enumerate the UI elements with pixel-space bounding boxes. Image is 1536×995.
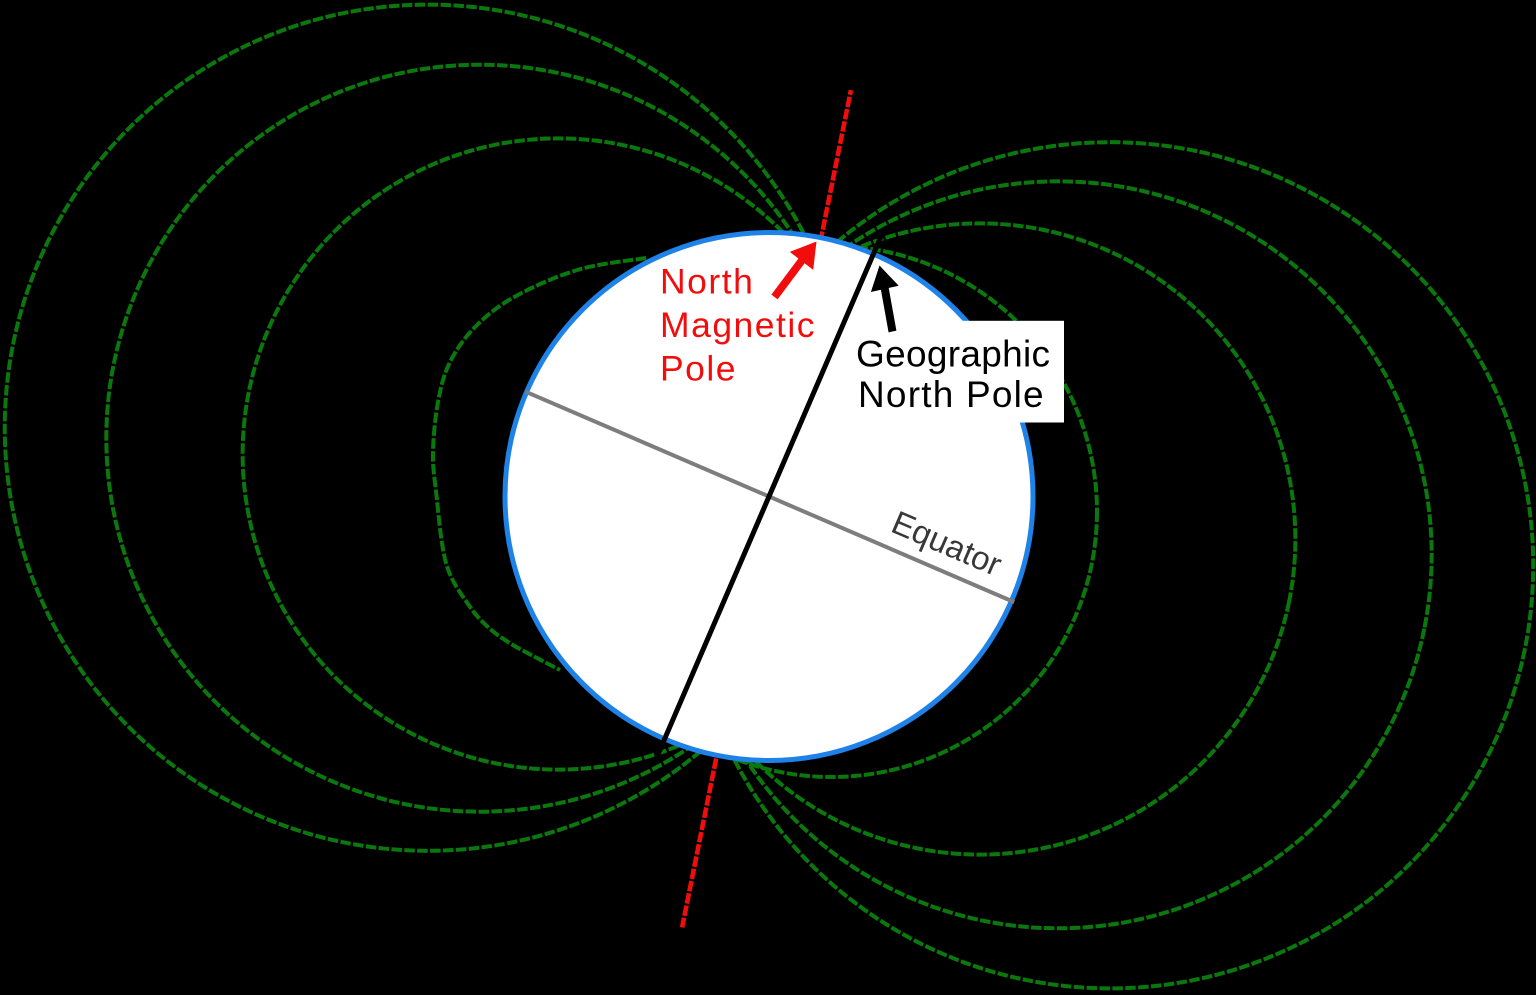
svg-text:Geographic: Geographic	[856, 333, 1050, 374]
svg-text:North: North	[660, 262, 754, 302]
svg-text:North Pole: North Pole	[858, 374, 1045, 415]
svg-text:Magnetic: Magnetic	[660, 305, 816, 345]
svg-text:Pole: Pole	[660, 349, 737, 389]
